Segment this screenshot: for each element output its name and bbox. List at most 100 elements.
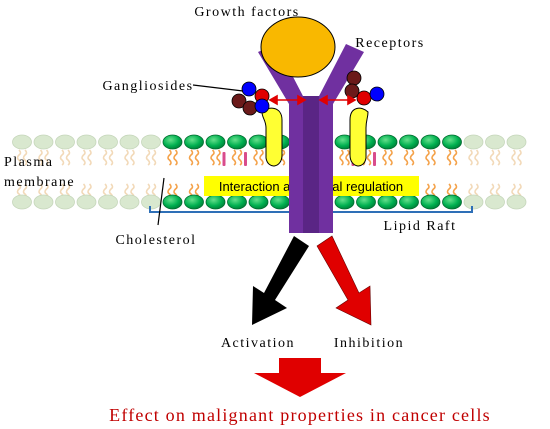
cholesterol-leader bbox=[157, 177, 165, 226]
activation-arrow bbox=[252, 236, 309, 325]
lipid-head-top bbox=[420, 134, 441, 150]
lipid-tail bbox=[468, 149, 473, 166]
lipid-head-top bbox=[377, 134, 398, 150]
inhibition-label: Inhibition bbox=[334, 336, 404, 351]
lipid-tail bbox=[108, 149, 114, 166]
lipid-tail bbox=[167, 149, 172, 166]
lipid-head-bottom bbox=[55, 194, 75, 210]
lipid-head-top bbox=[463, 134, 484, 150]
lipid-head-top bbox=[98, 134, 118, 150]
lipid-tail bbox=[517, 149, 522, 166]
lipid-head-bottom bbox=[119, 194, 140, 210]
lipid-head-top bbox=[227, 134, 247, 150]
lipid-tail bbox=[87, 149, 92, 166]
effect-label: Effect on malignant properties in cancer… bbox=[109, 405, 491, 425]
lipid-tail bbox=[489, 149, 495, 166]
lipid-head-bottom bbox=[33, 194, 54, 210]
lipid-tail bbox=[38, 149, 43, 166]
lipid-head-top bbox=[205, 134, 226, 150]
lipid-head-top bbox=[141, 134, 161, 150]
lipid-head-bottom bbox=[485, 194, 505, 210]
lipid-raft-label: Lipid Raft bbox=[384, 219, 457, 234]
plasma-membrane-label-line2: membrane bbox=[4, 175, 75, 190]
lipid-tail bbox=[511, 149, 516, 166]
lipid-head-bottom bbox=[184, 194, 204, 210]
cholesterol-molecule bbox=[222, 152, 226, 166]
lipid-tail bbox=[102, 149, 108, 166]
cholesterol-label: Cholesterol bbox=[115, 233, 196, 248]
ganglioside-left bbox=[231, 81, 283, 167]
lipid-tail bbox=[216, 149, 221, 166]
lipid-tail bbox=[231, 149, 237, 166]
lipid-head-top bbox=[119, 134, 140, 150]
gangliosides-label: Gangliosides bbox=[102, 79, 193, 94]
lipid-tail bbox=[124, 149, 129, 166]
lipid-head-bottom bbox=[98, 194, 118, 210]
receptors-label: Receptors bbox=[355, 36, 424, 51]
plasma-membrane-label-line1: Plasma bbox=[4, 155, 53, 170]
lipid-tail bbox=[388, 149, 393, 166]
lipid-tail bbox=[59, 149, 65, 166]
lipid-head-bottom bbox=[399, 194, 419, 210]
lipid-tail bbox=[366, 149, 372, 166]
lipid-head-bottom bbox=[162, 194, 183, 210]
lipid-head-bottom bbox=[377, 194, 398, 210]
lipid-head-top bbox=[162, 134, 183, 150]
lipid-tail bbox=[474, 149, 479, 166]
lipid-head-bottom bbox=[227, 194, 247, 210]
lipid-head-bottom bbox=[356, 194, 376, 210]
lipid-tail bbox=[237, 149, 243, 166]
lipid-head-bottom bbox=[248, 194, 269, 210]
lipid-tail bbox=[382, 149, 387, 166]
lipid-tail bbox=[81, 149, 86, 166]
lipid-head-top bbox=[399, 134, 419, 150]
cholesterol-molecule bbox=[244, 152, 247, 166]
lipid-tail bbox=[130, 149, 135, 166]
growth-factors-label: Growth factors bbox=[194, 5, 299, 20]
lipid-head-top bbox=[248, 134, 269, 150]
lipid-head-top bbox=[76, 134, 97, 150]
lipid-tail bbox=[145, 149, 151, 166]
receptor bbox=[258, 44, 364, 233]
effect-arrow bbox=[254, 358, 346, 397]
lipid-head-top bbox=[442, 134, 462, 150]
lipid-tail bbox=[345, 149, 350, 166]
lipid-tail bbox=[339, 149, 344, 166]
lipid-head-bottom bbox=[463, 194, 484, 210]
lipid-tail bbox=[173, 149, 178, 166]
lipid-tail bbox=[210, 149, 215, 166]
lipid-head-top bbox=[12, 134, 32, 150]
lipid-tail bbox=[65, 149, 71, 166]
lipid-tail bbox=[446, 149, 452, 166]
lipid-tail bbox=[259, 149, 264, 166]
lipid-head-bottom bbox=[76, 194, 97, 210]
gangliosides-leader bbox=[192, 84, 244, 92]
lipid-head-bottom bbox=[12, 194, 32, 210]
lipid-tail bbox=[409, 149, 415, 166]
lipid-tail bbox=[431, 149, 436, 166]
lipid-head-top bbox=[506, 134, 527, 150]
lipid-tail bbox=[44, 149, 49, 166]
lipid-head-top bbox=[485, 134, 505, 150]
lipid-tail bbox=[452, 149, 458, 166]
cholesterol-molecule bbox=[373, 152, 376, 166]
lipid-head-top bbox=[184, 134, 204, 150]
interaction-arrows bbox=[268, 94, 357, 106]
lipid-head-bottom bbox=[205, 194, 226, 210]
lipid-tail bbox=[151, 149, 157, 166]
lipid-tail bbox=[188, 149, 194, 166]
growth-factor-ligand bbox=[260, 16, 336, 78]
lipid-head-bottom bbox=[506, 194, 527, 210]
inhibition-arrow bbox=[316, 235, 372, 326]
lipid-tail bbox=[495, 149, 501, 166]
lipid-tail bbox=[425, 149, 430, 166]
lipid-tail bbox=[22, 149, 28, 166]
lipid-head-bottom bbox=[334, 194, 355, 210]
ganglioside-right bbox=[344, 70, 385, 167]
lipid-head-top bbox=[55, 134, 75, 150]
lipid-tail bbox=[403, 149, 409, 166]
activation-label: Activation bbox=[221, 336, 295, 351]
lipid-head-top bbox=[33, 134, 54, 150]
lipid-tail bbox=[16, 149, 22, 166]
